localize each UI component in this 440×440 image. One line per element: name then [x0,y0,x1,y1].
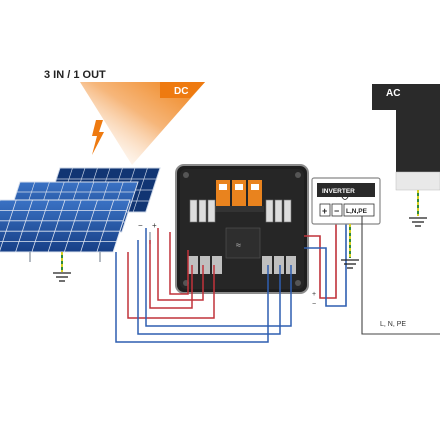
ground-symbol-icon [53,272,71,282]
positive-input-wires [127,228,215,319]
output-plus-label: + [312,291,316,298]
diagram-title: 3 IN / 1 OUT [44,69,106,81]
solar-panel-front [0,199,131,253]
panel-plus-terminal: + [152,221,157,230]
surge-protector-modules [214,180,264,212]
terminal-blocks-left [188,256,222,274]
inverter-lnpe-terminal: L,N,PE [346,208,368,215]
combiner-box: ≈ [175,164,309,294]
dc-indicator: DC [80,82,205,165]
fuse-holders-right [265,199,292,223]
inverter-minus-terminal: − [334,206,339,216]
inverter-unit: INVERTER + − L,N,PE [311,177,381,225]
fuse-holders-left [189,199,216,223]
ground-symbol-icon [409,217,427,227]
svg-text:≈: ≈ [236,240,241,250]
ground-symbol-icon [341,259,359,269]
ac-label: AC [386,88,400,99]
inverter-plus-terminal: + [322,206,327,216]
dc-label: DC [174,86,188,97]
sine-wave-icon [335,194,349,200]
ac-line-label: L, N, PE [380,321,406,328]
solar-array: − + [0,167,161,262]
ac-indicator: AC [372,84,440,191]
output-wires [304,222,347,307]
lightning-bolt-icon [92,120,104,155]
output-minus-label: − [312,301,316,308]
ac-output-line [361,216,440,335]
negative-input-wires [115,228,292,343]
panel-minus-terminal: − [138,221,143,230]
inverter-label: INVERTER [322,188,355,195]
